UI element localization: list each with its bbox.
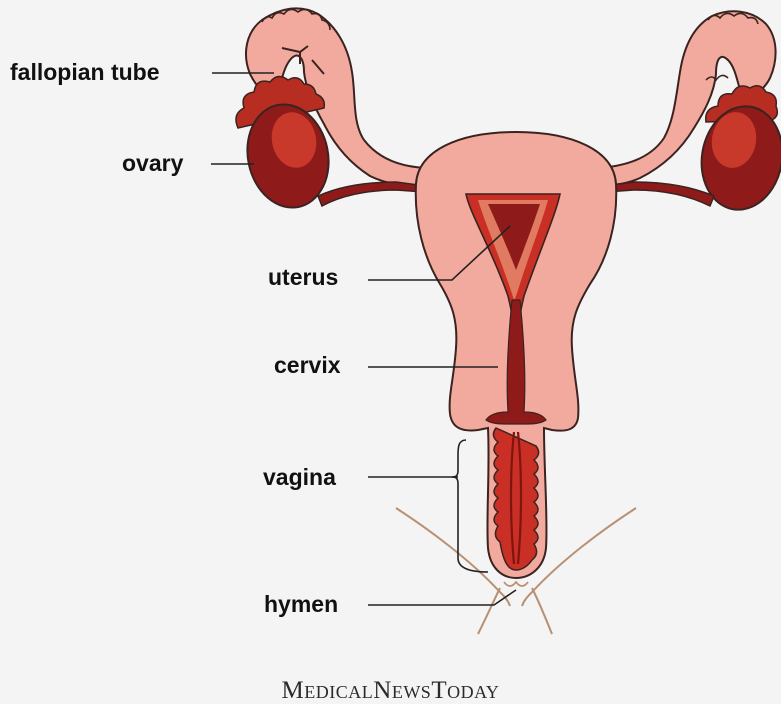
brand-logo: MedicalNewsToday (0, 678, 781, 703)
right-ovarian-ligament (604, 182, 714, 206)
labia-lower-left (478, 588, 500, 634)
label-uterus: uterus (268, 266, 338, 289)
label-hymen: hymen (264, 593, 338, 616)
left-ovarian-ligament (318, 182, 426, 206)
hymen-tissue (504, 582, 528, 586)
vagina-bracket (452, 440, 488, 572)
labia-lower-right (532, 588, 552, 634)
label-ovary: ovary (122, 152, 183, 175)
label-fallopian-tube: fallopian tube (10, 61, 160, 84)
label-vagina: vagina (263, 466, 336, 489)
label-cervix: cervix (274, 354, 341, 377)
